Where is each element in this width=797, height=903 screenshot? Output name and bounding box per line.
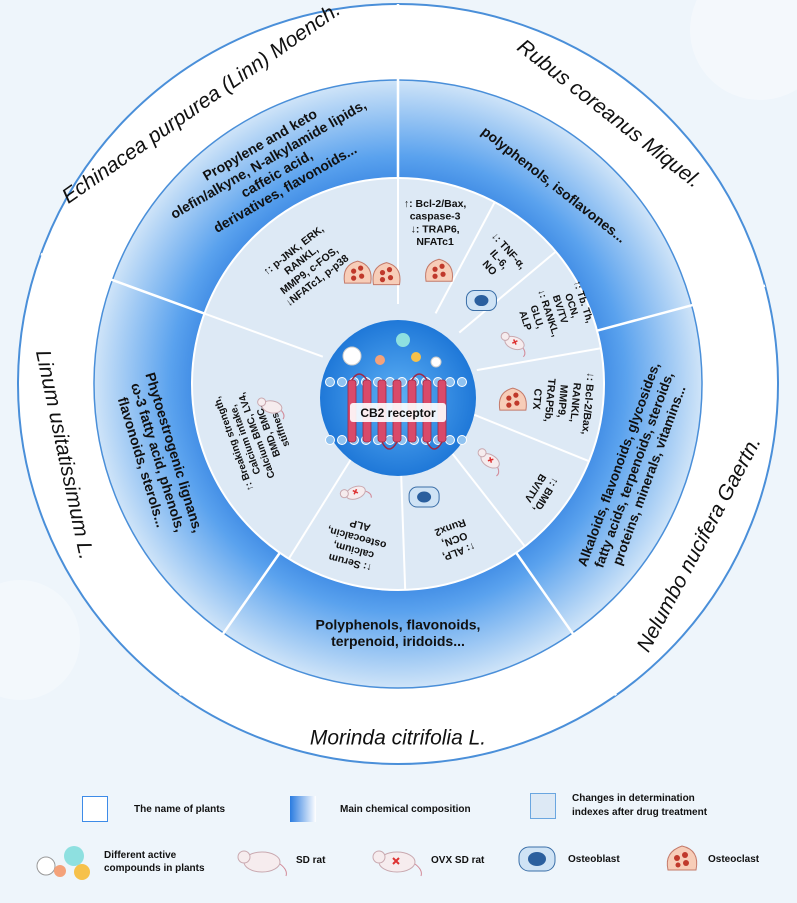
legend-changes: Changes in determination indexes after d… [530,792,707,820]
index-line: caspase-3 [410,211,461,223]
sector-dividers [40,4,766,696]
rat-icon [257,397,285,420]
index-divider [204,312,324,358]
legend-ovx-rat-label: OVX SD rat [431,854,485,866]
legend-ovx-rat: OVX SD rat [365,842,484,878]
compounds-icon [36,846,90,880]
index-divider [458,250,557,334]
legend-changes-label-2: indexes after drug treatment [572,807,708,818]
osteoblast-icon [408,486,440,508]
sector-icons [257,258,527,508]
index-divider [399,463,407,590]
legend-composition: Main chemical composition [290,796,471,822]
cb2-label-box [350,403,446,422]
osteoclast-icon [498,387,527,411]
index-line: RANKL, [567,382,582,423]
legend-compounds-label-1: Different active [104,850,177,861]
index-line: NFATc1 [416,236,454,248]
index-line: ↓: TRAP6, [411,223,460,235]
ovx-rat-icon [339,485,372,500]
osteoclast-icon [666,845,698,871]
composition-line: Polyphenols, flavonoids, [316,616,481,632]
legend-plants-swatch [82,796,108,822]
index-line: MMP9, [555,384,570,418]
index-divider [471,413,590,463]
sector-divider [515,552,617,696]
legend-sd-rat-label: SD rat [296,854,326,866]
sector-divider [596,284,766,332]
index-divider [287,451,357,560]
index-line: TRAP5b, [542,378,558,423]
compound-circle [342,346,362,366]
cb2-label: CB2 receptor [360,406,436,420]
legend: The name of plants Main chemical composi… [0,780,797,903]
index-divider [446,446,526,547]
legend-osteoblast-label: Osteoblast [568,853,620,865]
legend-changes-label-1: Changes in determination [572,793,695,804]
sector-divider [40,252,205,315]
receptor-loops [351,373,443,450]
composition-line: terpenoid, iridoids... [331,633,465,649]
legend-composition-label: Main chemical composition [340,803,471,815]
osteoclast-icon [425,258,453,282]
index-block: ↑: Bcl-2/Bax,caspase-3↓: TRAP6,NFATc1 [404,198,467,248]
index-block: ↓: Bcl-2/Bax,RANKL,MMP9,TRAP5b,CTX [530,372,597,435]
compound-circle [396,333,410,347]
legend-sd-rat: SD rat [230,842,325,878]
index-line: ↑: Bcl-2/Bax, [404,198,467,210]
index-line: CTX [530,388,544,410]
compound-circle [411,352,421,362]
index-line: ↓: Bcl-2/Bax, [579,372,596,435]
osteoblast-icon [518,846,556,872]
ovx-rat-icon [372,850,422,877]
sector-divider [179,552,281,696]
legend-composition-swatch [290,796,316,822]
osteoblast-icon [465,290,497,312]
index-divider [434,201,496,314]
rat-icon [237,850,287,877]
compound-circle [430,356,442,368]
plant-name: Morinda citrifolia L. [310,727,486,750]
osteoclast-icon [372,262,401,286]
bg-bubble [690,0,797,100]
index-line: ALP [349,517,372,534]
legend-changes-swatch [530,793,556,819]
legend-osteoblast: Osteoblast [516,842,620,876]
legend-osteoclast-label: Osteoclast [708,853,760,865]
osteoclast-icon [343,260,372,284]
legend-compounds: Different active compounds in plants [36,842,205,882]
ovx-rat-icon [500,331,526,358]
legend-compounds-label-2: compounds in plants [104,863,205,874]
composition-block: Polyphenols, flavonoids,terpenoid, irido… [316,616,481,649]
bg-bubble [0,580,80,700]
ovx-rat-icon [477,448,500,477]
index-divider [476,347,602,372]
compound-circle [375,355,385,365]
legend-plants-label: The name of plants [134,803,226,815]
legend-plants: The name of plants [82,796,225,822]
legend-osteoclast: Osteoclast [662,840,759,878]
